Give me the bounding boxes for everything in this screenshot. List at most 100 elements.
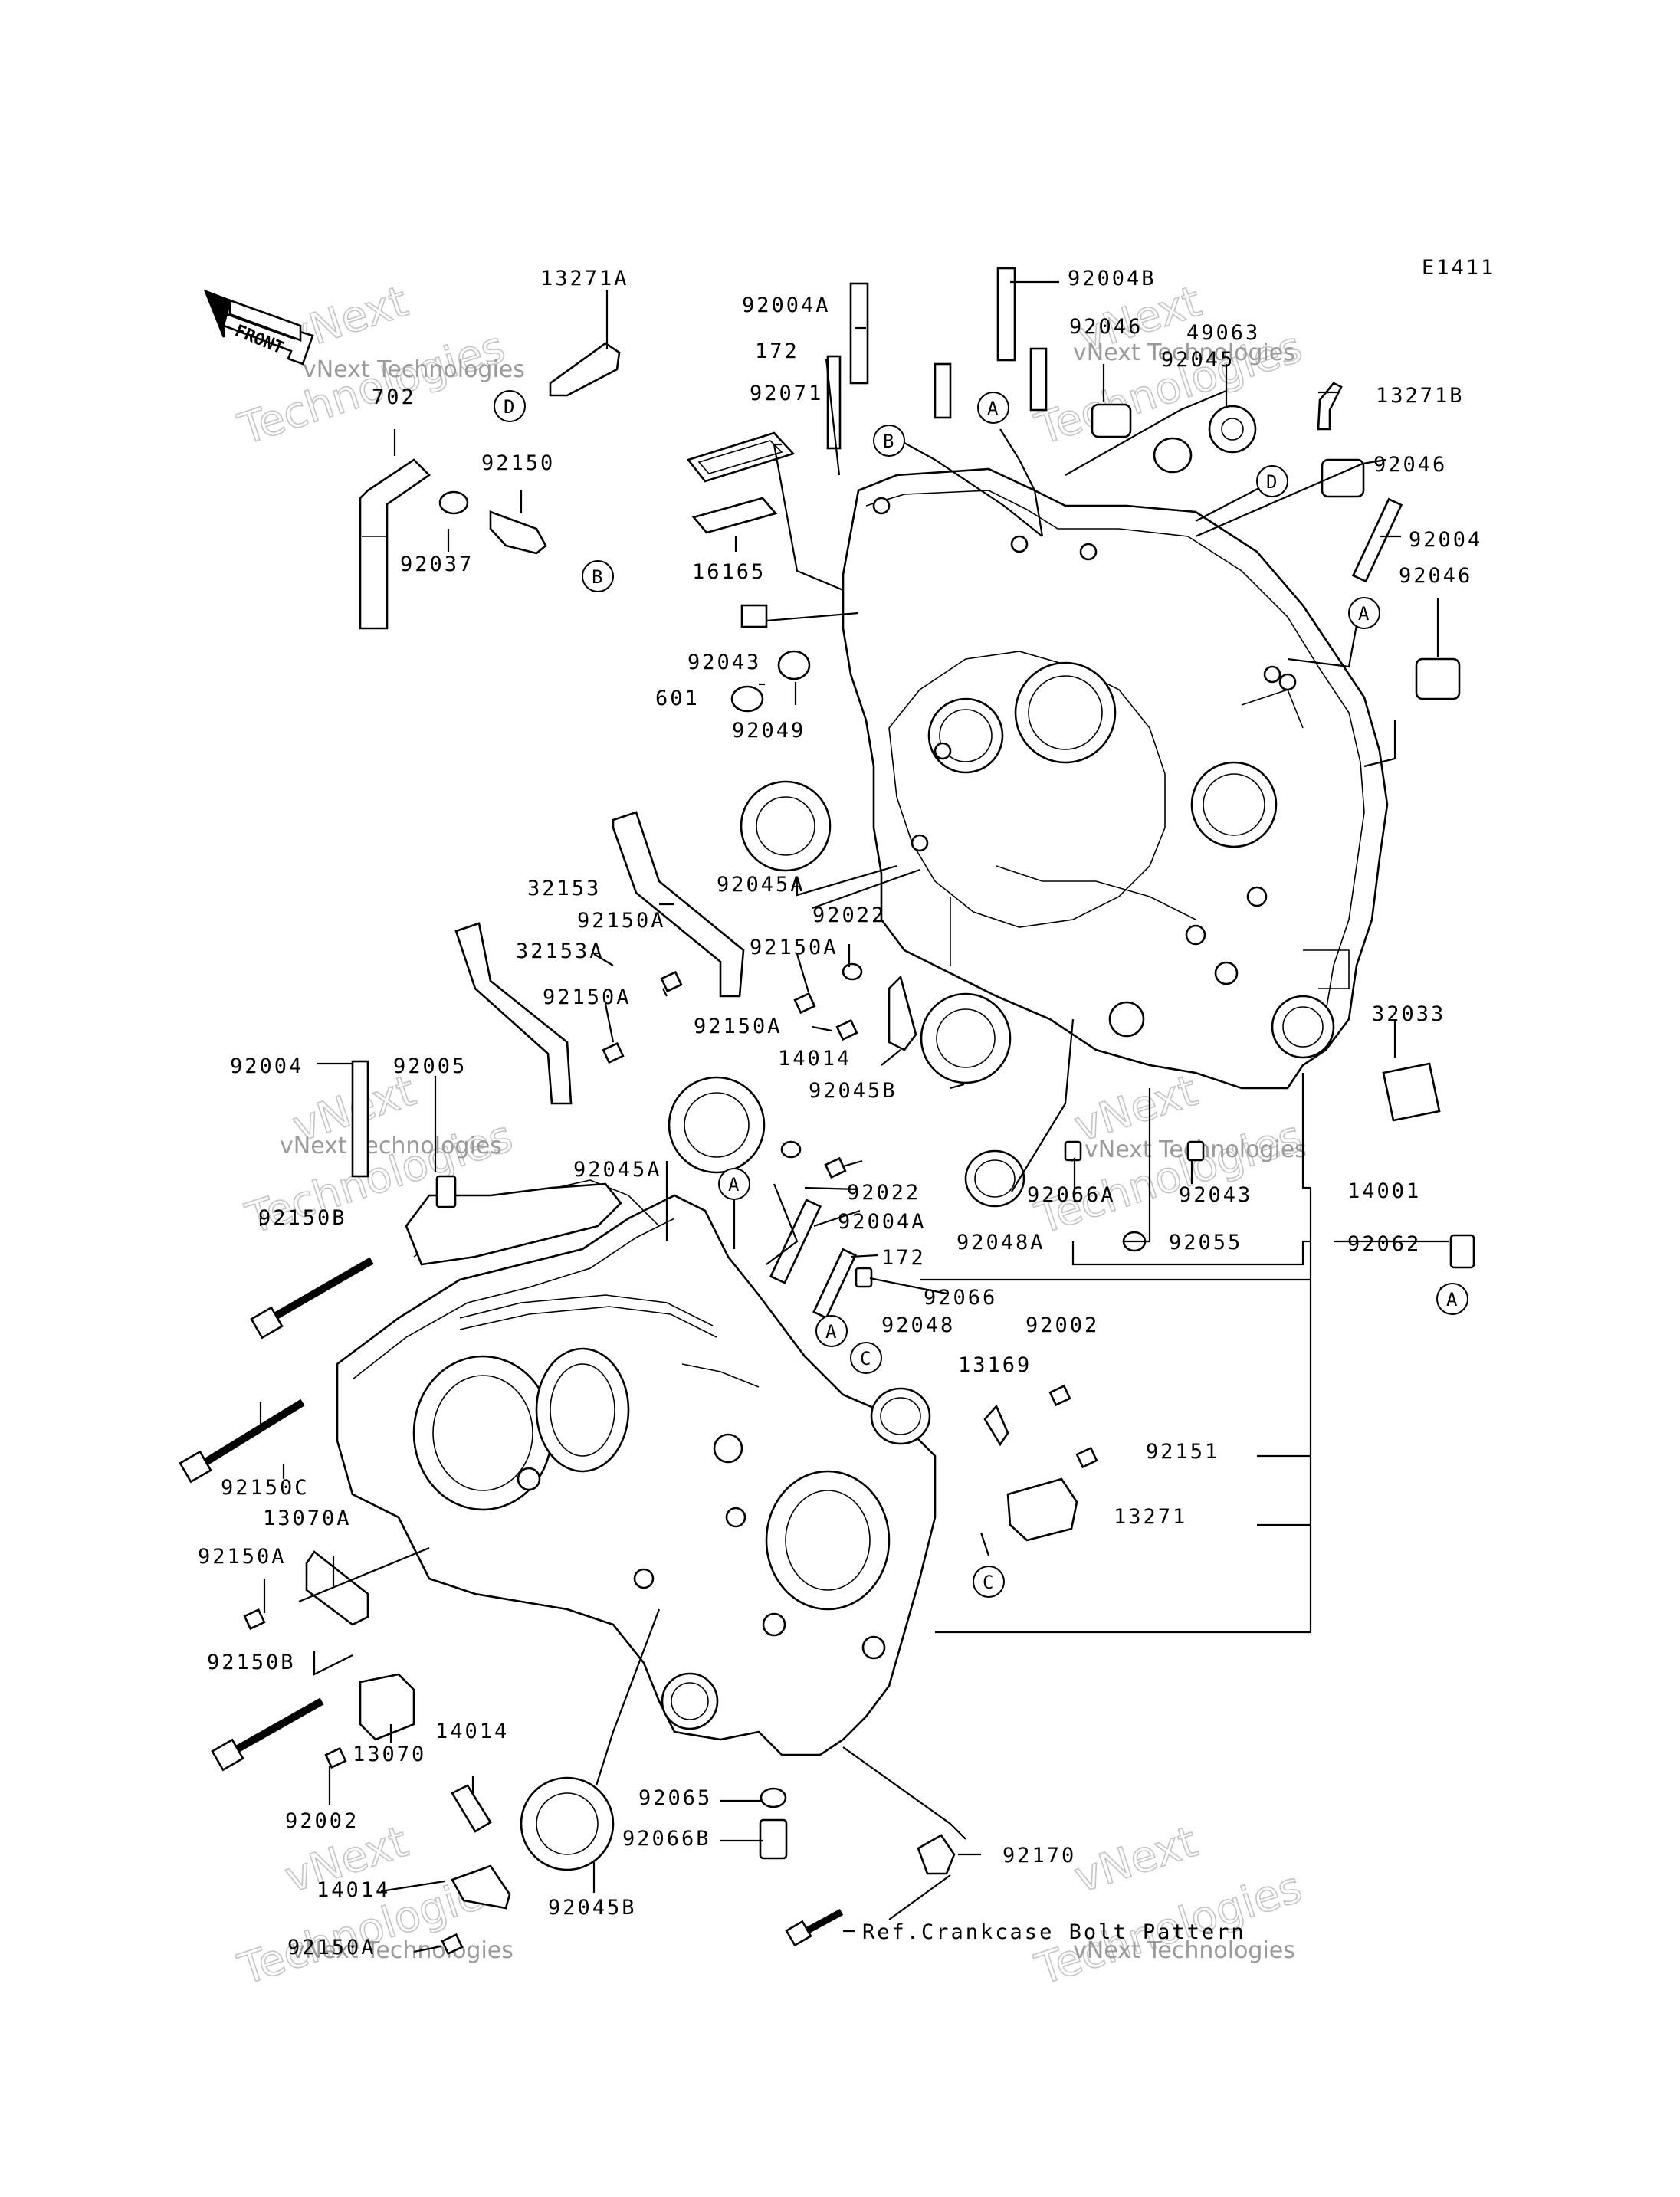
part-label: 92004A [742,293,831,317]
watermark-text: vNext Technologies [1073,1937,1295,1964]
part-label: 16165 [692,560,766,584]
front-arrow-icon: FRONT [203,289,314,366]
callouts: D B B A D A A A C C A [494,390,1468,1598]
part-label: 172 [881,1246,926,1270]
part-label: 92150A [694,1015,783,1038]
part-label: 92045B [809,1079,897,1103]
svg-text:B: B [883,431,894,452]
part-label: 13070A [263,1507,352,1530]
part-label: 92048 [881,1313,955,1337]
part-label: 92002 [285,1809,359,1833]
part-label: 92170 [1002,1844,1076,1867]
stud [769,1199,822,1284]
part-label: 92004A [838,1210,927,1234]
watermark-mark: vNext [1068,1817,1203,1903]
part-label: 32153 [527,877,601,900]
part-label: 92022 [847,1181,920,1205]
svg-text:C: C [860,1348,871,1369]
callout-b: B [873,425,905,457]
part-label: 92022 [812,903,886,927]
stud [934,362,952,419]
svg-text:C: C [983,1572,993,1593]
stud [826,355,842,450]
part-label: 92150B [258,1206,347,1230]
callout-a: A [1348,597,1380,629]
part-label: 92150A [543,985,632,1009]
part-label: 92045A [717,873,806,897]
part-label: 92037 [400,553,474,576]
watermark-text: vNext Technologies [303,356,525,383]
part-label: 13271A [540,267,629,290]
bolt [785,1909,844,1947]
part-label: 92150A [198,1545,287,1569]
part-label: 92004 [230,1054,304,1078]
stud [1351,497,1403,583]
part-label: 13271 [1114,1505,1187,1529]
part-label: 92150A [750,936,838,959]
part-label: 92150 [481,451,555,475]
part-label: 92066 [924,1286,997,1310]
part-label: 32153A [516,939,605,963]
part-label: 92004 [1409,528,1482,552]
diagram-code: E1411 [1422,256,1495,280]
callout-a: A [1436,1283,1468,1315]
part-label: 92150A [577,909,666,933]
watermark-mark: Technologies [1029,1111,1308,1244]
watermark-text: vNext Technologies [291,1937,514,1964]
part-label: 14014 [317,1878,390,1902]
svg-text:D: D [504,396,514,418]
stud [812,1248,857,1320]
svg-text:A: A [987,398,999,419]
part-label: 13271B [1376,384,1465,408]
part-label: 702 [372,385,416,409]
part-label: 92045B [548,1896,637,1920]
svg-text:D: D [1266,471,1277,493]
watermark-text: vNext Technologies [1073,339,1295,366]
part-label: 92150A [287,1936,376,1959]
stud [996,267,1016,362]
part-label: 92046 [1373,453,1447,477]
ref-note: Ref.Crankcase Bolt Pattern [862,1920,1246,1944]
svg-text:A: A [825,1321,837,1343]
part-label: 14014 [778,1047,851,1071]
part-label: 92055 [1169,1231,1242,1254]
callout-d: D [1256,465,1288,497]
stud [849,282,869,385]
part-label: 92150B [207,1651,296,1674]
leader-lines [259,280,1449,1953]
part-label: 92045A [573,1158,662,1182]
bolt [179,1399,305,1484]
svg-text:A: A [1358,603,1370,625]
callout-d: D [494,390,526,422]
callout-b: B [582,560,614,592]
part-label: 92048A [956,1231,1045,1254]
stud [1029,347,1048,412]
parts [179,267,1475,1956]
part-label: 92005 [393,1054,467,1078]
callout-a: A [718,1168,750,1200]
part-label: 172 [755,339,799,363]
part-label: 601 [655,687,700,710]
part-label: 92066B [622,1827,711,1851]
part-label: 49063 [1186,321,1260,345]
svg-text:A: A [728,1174,740,1195]
part-label: 92065 [638,1786,712,1810]
callout-a: A [815,1315,848,1347]
part-labels: 13271A 702 92150 92037 92004A 92004B 172… [198,267,1482,1959]
part-label: 14014 [435,1720,509,1743]
part-label: 92046 [1399,564,1472,588]
lower-crankcase [336,1179,937,1756]
part-label: 92150C [221,1476,310,1500]
part-label: 92046 [1069,315,1143,339]
part-label: 92066A [1027,1183,1116,1207]
part-label: 13070 [353,1743,426,1766]
part-label: 92071 [750,382,823,405]
part-label: 92062 [1347,1232,1421,1256]
part-label: 32033 [1372,1002,1445,1026]
upper-crankcase [842,467,1389,1090]
part-label: 92043 [1179,1183,1252,1207]
watermark-text: vNext Technologies [280,1133,502,1159]
part-label: 92151 [1146,1440,1219,1464]
callout-c: C [850,1342,882,1374]
